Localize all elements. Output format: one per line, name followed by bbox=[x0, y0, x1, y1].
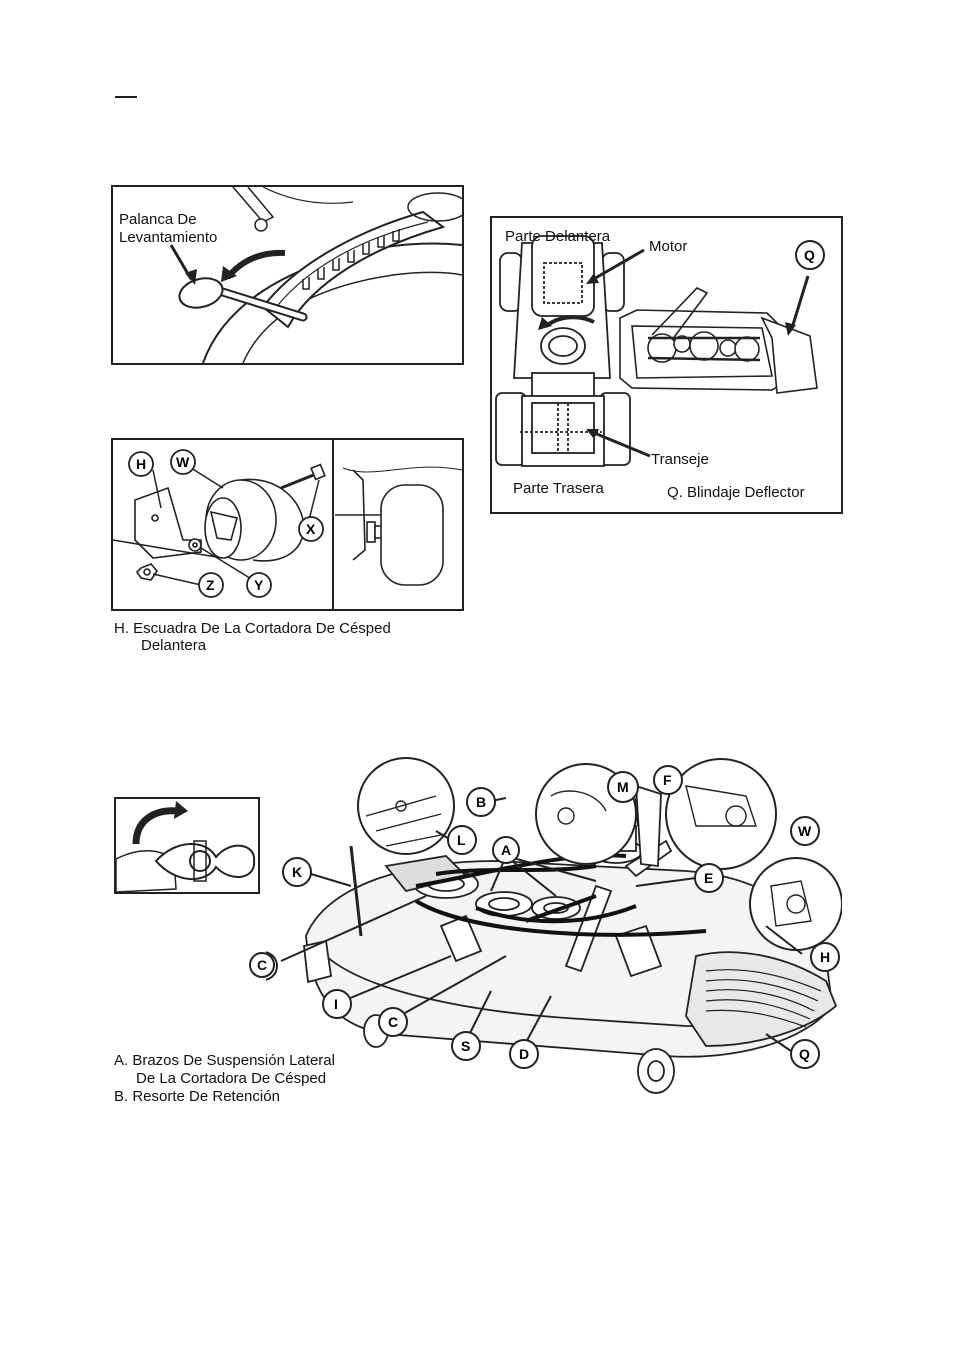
deck-caption-a-line2: De La Cortadora De Césped bbox=[136, 1070, 326, 1087]
wheel-caption-line1: H. Escuadra De La Cortadora De Césped bbox=[114, 620, 391, 637]
header-mark bbox=[115, 96, 137, 98]
deck-callout-h: H bbox=[820, 949, 830, 965]
deck-assembly-illustration: B M F W L A K E C H I C S D Q bbox=[266, 756, 842, 1104]
deck-assembly-figure: B M F W L A K E C H I C S D Q bbox=[266, 756, 842, 1104]
deck-callout-e: E bbox=[704, 870, 713, 886]
retention-spring-inset bbox=[114, 797, 260, 894]
deck-callout-f: F bbox=[663, 772, 672, 788]
deck-caption-a-line1: A. Brazos De Suspensión Lateral bbox=[114, 1052, 335, 1069]
belt-rear-label: Parte Trasera bbox=[513, 480, 604, 497]
belt-transaxle-label: Transeje bbox=[651, 451, 709, 468]
wheel-assembly-figure: H W X Y Z bbox=[111, 438, 464, 611]
deck-callout-c-bottom: C bbox=[388, 1014, 398, 1030]
wheel-assembly-illustration: H W X Y Z bbox=[113, 440, 462, 609]
belt-routing-figure: Q Parte Delantera Motor Transeje Parte T… bbox=[490, 216, 843, 514]
belt-legend-q: Q. Blindaje Deflector bbox=[667, 484, 805, 501]
wheel-callout-h: H bbox=[136, 456, 146, 472]
deck-callout-c-left-circle: C bbox=[249, 952, 275, 978]
belt-callout-q: Q bbox=[804, 247, 815, 263]
deck-callout-d: D bbox=[519, 1046, 529, 1062]
retention-spring-illustration bbox=[116, 799, 258, 892]
deck-callout-l: L bbox=[457, 832, 466, 848]
lift-lever-figure: Palanca De Levantamiento bbox=[111, 185, 464, 365]
lift-lever-label-line1: Palanca De bbox=[119, 211, 197, 228]
deck-callout-q: Q bbox=[799, 1046, 810, 1062]
deck-callout-w: W bbox=[798, 823, 812, 839]
deck-callout-i: I bbox=[334, 996, 338, 1012]
deck-callout-s: S bbox=[461, 1038, 470, 1054]
deck-caption-b: B. Resorte De Retención bbox=[114, 1088, 280, 1105]
wheel-callout-w: W bbox=[176, 454, 190, 470]
deck-callout-m: M bbox=[617, 779, 629, 795]
deck-callout-k: K bbox=[292, 864, 302, 880]
wheel-callout-z: Z bbox=[206, 577, 215, 593]
wheel-callout-y: Y bbox=[254, 577, 264, 593]
deck-callout-b: B bbox=[476, 794, 486, 810]
wheel-callout-x: X bbox=[306, 521, 316, 537]
lift-lever-label-line2: Levantamiento bbox=[119, 229, 217, 246]
belt-front-label: Parte Delantera bbox=[505, 228, 610, 245]
deck-callout-a: A bbox=[501, 842, 511, 858]
belt-motor-label: Motor bbox=[649, 238, 687, 255]
wheel-caption-line2: Delantera bbox=[141, 637, 206, 654]
